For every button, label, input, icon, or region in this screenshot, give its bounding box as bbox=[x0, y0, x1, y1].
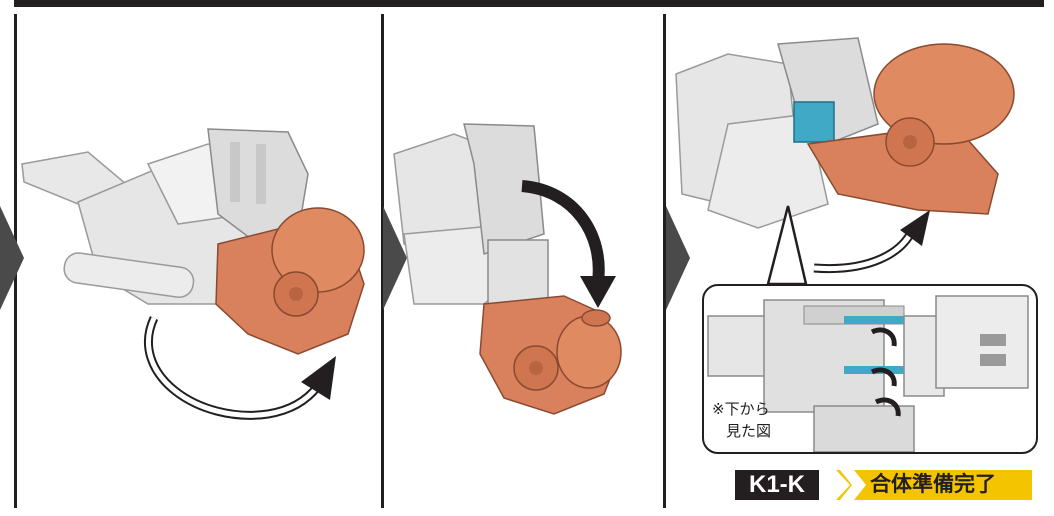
inset-note: ※下から 見た図 bbox=[712, 398, 771, 442]
step-arrow-icon bbox=[666, 206, 690, 310]
step-illustration-3 bbox=[675, 37, 1015, 284]
step-illustration-1 bbox=[21, 128, 365, 420]
step-status-label: 合体準備完了 bbox=[836, 470, 1032, 500]
chevron-right-icon bbox=[836, 470, 1032, 500]
step-arrow-icon bbox=[383, 206, 407, 310]
bottom-view-inset bbox=[702, 284, 1038, 454]
status-text: 合体準備完了 bbox=[870, 473, 996, 496]
bottom-view-illustration bbox=[707, 295, 1029, 452]
step-illustration-2 bbox=[393, 123, 622, 415]
panel-divider-1 bbox=[381, 14, 384, 508]
inset-note-line1: ※下から bbox=[712, 400, 770, 418]
step-code-badge: K1-K bbox=[735, 470, 820, 500]
step-arrow-icon bbox=[0, 206, 24, 310]
inset-note-line2: 見た図 bbox=[726, 422, 772, 440]
panel-divider-2 bbox=[663, 14, 666, 508]
top-border bbox=[14, 0, 1044, 7]
